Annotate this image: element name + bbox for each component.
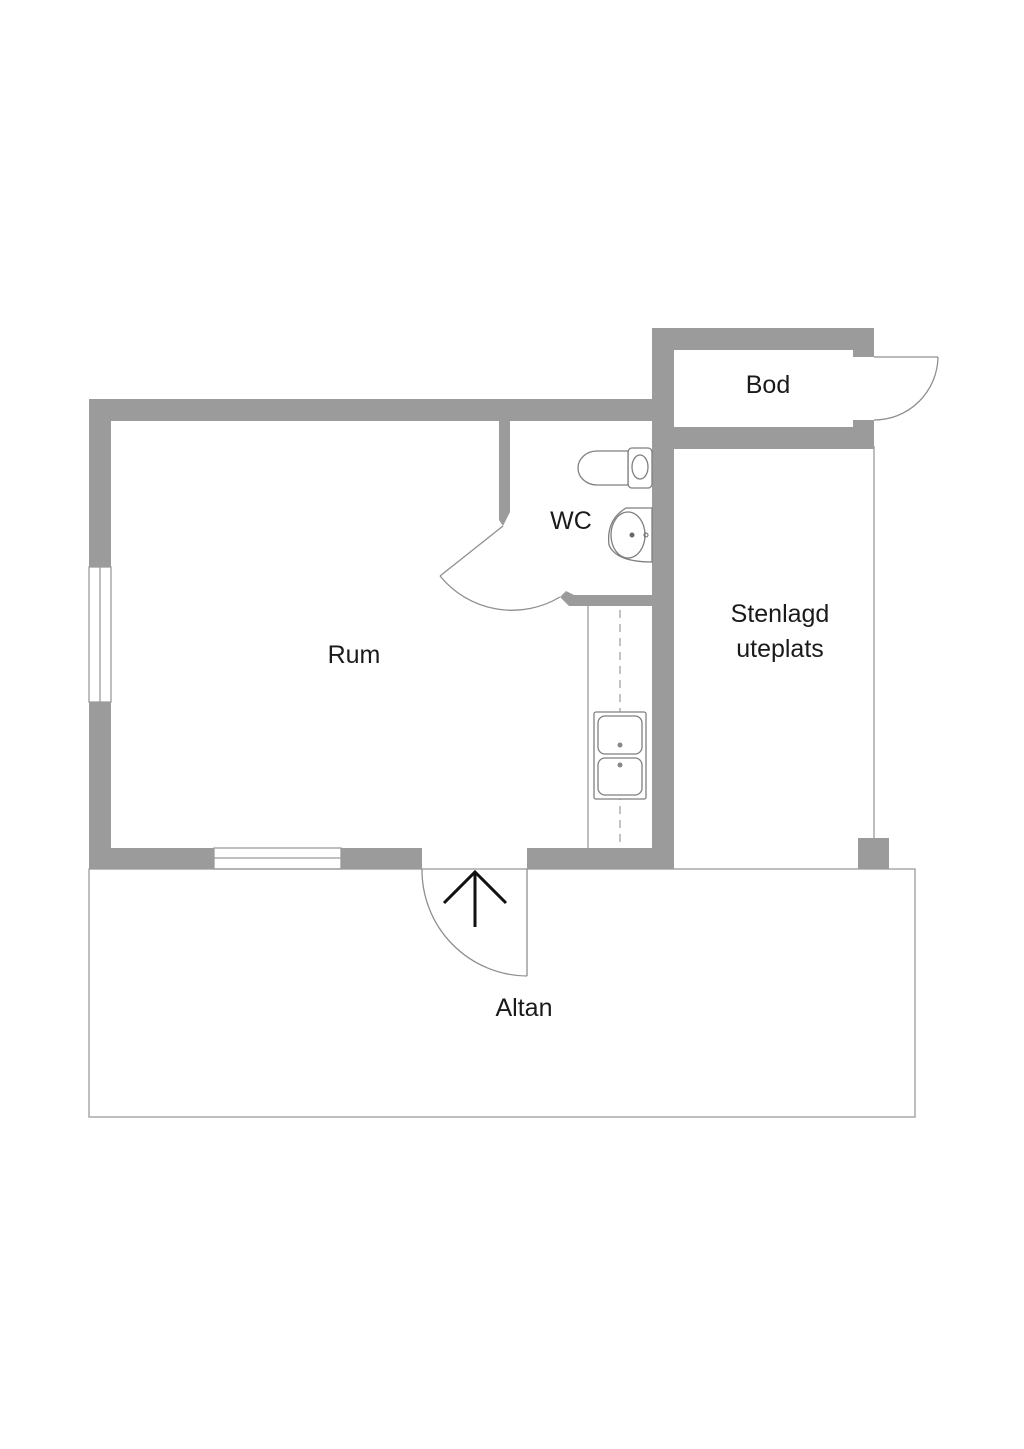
entrance-door [421,868,528,977]
window-west [88,566,112,703]
label-stenlagd-line1: Stenlagd [731,600,830,628]
wall-east [652,421,674,869]
label-bod: Bod [746,371,790,399]
wall-wc-west [499,421,510,526]
wall-bod-west [652,328,674,449]
wall-south-left [89,848,214,869]
wall-south-mid [341,848,422,869]
wall-west-lower [89,702,111,869]
wall-bod-south [652,427,874,449]
bod-door [873,356,939,421]
window-south [213,847,342,870]
wall-west-upper [89,399,111,567]
label-wc: WC [550,507,592,535]
wall-bod-jamb-top [853,350,874,357]
label-altan: Altan [496,994,553,1022]
double-sink-icon [593,711,647,800]
altan-outline [88,868,916,1118]
label-rum: Rum [328,641,381,669]
walls [89,328,889,869]
label-stenlagd-line2: uteplats [736,635,824,663]
wc-door [439,525,561,611]
wall-south-right [527,848,674,869]
washbasin-icon [607,507,653,563]
wall-wc-south [560,591,652,606]
wall-north [89,399,674,421]
wall-bod-jamb-bottom [853,420,874,427]
entrance-arrow-icon [442,869,508,927]
corner-post [858,838,889,869]
toilet-icon [577,447,653,489]
wall-bod-north [652,328,874,350]
